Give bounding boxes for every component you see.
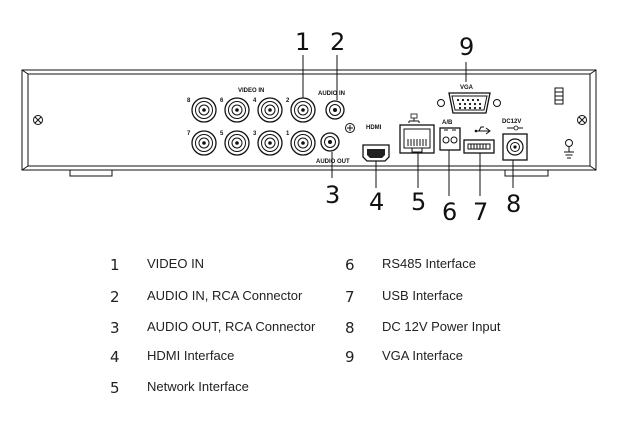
dvr-chassis [21, 69, 597, 177]
hdmi-port[interactable]: HDMI [362, 125, 390, 162]
callout-5: 5 [411, 188, 426, 216]
callout-2: 2 [330, 28, 345, 56]
bnc-number-label: 5 [220, 131, 224, 137]
bnc-connector[interactable]: 8 [187, 97, 217, 123]
legend: 1 VIDEO IN 2 AUDIO IN, RCA Connector 3 A… [110, 256, 501, 397]
vga-pin [458, 102, 462, 106]
bnc-number-label: 8 [187, 98, 191, 104]
callout-3: 3 [325, 181, 340, 209]
audio-in-connector[interactable]: AUDIO IN [318, 91, 345, 120]
vga-pin [478, 102, 482, 106]
callout-9: 9 [459, 33, 474, 61]
ground-terminal-icon [564, 139, 574, 159]
rs485-panel-label: A/B [442, 120, 453, 126]
legend-num-2: 2 [110, 288, 120, 306]
vga-pin [456, 98, 460, 102]
audio-in-panel-label: AUDIO IN [318, 91, 345, 97]
network-icon [408, 113, 420, 123]
vga-pin [473, 102, 477, 106]
vga-pin [473, 106, 477, 110]
bnc-connector[interactable]: 2 [286, 97, 316, 123]
callout-4: 4 [369, 188, 384, 216]
legend-text-8: DC 12V Power Input [382, 319, 501, 334]
callout-7: 7 [473, 198, 488, 226]
video-in-connectors[interactable]: 8 6 4 2 7 5 3 1 [187, 97, 316, 156]
dc-power-jack[interactable]: DC12V [502, 119, 528, 161]
legend-num-7: 7 [345, 288, 355, 306]
legend-text-3: AUDIO OUT, RCA Connector [147, 319, 316, 334]
callout-lines [302, 55, 514, 196]
bnc-connector[interactable]: 1 [286, 130, 316, 156]
vga-pin [458, 106, 462, 110]
vga-pin [476, 98, 480, 102]
bnc-number-label: 7 [187, 131, 191, 137]
legend-text-9: VGA Interface [382, 348, 463, 363]
bnc-connector[interactable]: 6 [220, 97, 250, 123]
legend-text-6: RS485 Interface [382, 256, 476, 271]
polarity-icon [507, 125, 523, 131]
audio-out-connector[interactable]: AUDIO OUT [316, 132, 350, 165]
usb-port[interactable] [463, 126, 495, 154]
bnc-number-label: 4 [253, 98, 257, 104]
legend-text-1: VIDEO IN [147, 256, 204, 271]
vga-pin [478, 106, 482, 110]
bnc-connector[interactable]: 3 [253, 130, 283, 156]
legend-text-5: Network Interface [147, 379, 249, 394]
vga-pin [468, 102, 472, 106]
legend-text-4: HDMI Interface [147, 348, 234, 363]
bnc-connector[interactable]: 5 [220, 130, 250, 156]
legend-num-8: 8 [345, 319, 355, 337]
vga-pin [468, 106, 472, 110]
vga-pin [466, 98, 470, 102]
power-panel-label: DC12V [502, 119, 521, 125]
legend-num-6: 6 [345, 256, 355, 274]
vga-pin [461, 98, 465, 102]
video-in-panel-label: VIDEO IN [238, 88, 264, 94]
callout-8: 8 [506, 190, 521, 218]
vga-port[interactable]: VGA [437, 85, 501, 114]
usb-icon [474, 126, 491, 135]
legend-num-1: 1 [110, 256, 120, 274]
vga-panel-label: VGA [460, 85, 474, 91]
legend-num-5: 5 [110, 379, 120, 397]
legend-text-7: USB Interface [382, 288, 463, 303]
bnc-connector[interactable]: 4 [253, 97, 283, 123]
hdmi-panel-label: HDMI [366, 125, 382, 131]
bnc-connector[interactable]: 7 [187, 130, 217, 156]
legend-num-3: 3 [110, 319, 120, 337]
audio-out-panel-label: AUDIO OUT [316, 159, 350, 165]
legend-num-4: 4 [110, 348, 120, 366]
legend-text-2: AUDIO IN, RCA Connector [147, 288, 303, 303]
vga-pin [463, 106, 467, 110]
rs485-terminal[interactable]: A/B [439, 120, 461, 151]
vga-pin [463, 102, 467, 106]
callout-6: 6 [442, 198, 457, 226]
bnc-number-label: 1 [286, 131, 290, 137]
bnc-number-label: 2 [286, 98, 290, 104]
legend-num-9: 9 [345, 348, 355, 366]
bnc-number-label: 3 [253, 131, 257, 137]
bnc-number-label: 6 [220, 98, 224, 104]
vga-pin [471, 98, 475, 102]
network-port[interactable] [399, 113, 435, 154]
callout-1: 1 [295, 28, 310, 56]
